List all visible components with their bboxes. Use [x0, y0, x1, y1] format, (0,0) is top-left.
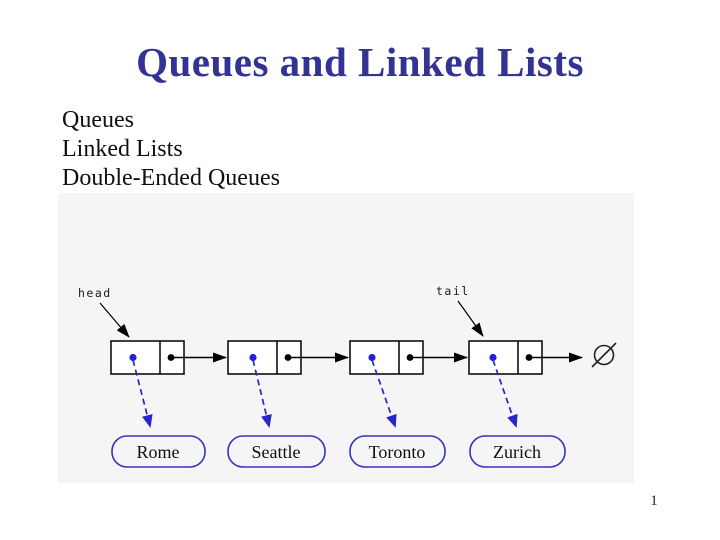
tail-pointer-label: tail	[436, 284, 470, 298]
page-number: 1	[650, 493, 658, 509]
element-label: Toronto	[369, 442, 426, 462]
element-oval: Seattle	[227, 435, 326, 468]
element-pointer-dot	[249, 353, 257, 362]
element-label: Zurich	[493, 442, 541, 462]
element-arrow	[252, 359, 272, 428]
element-oval: Toronto	[349, 435, 446, 468]
element-arrow	[492, 359, 518, 428]
head-pointer-arrow	[99, 302, 130, 338]
bullet-list: Queues Linked Lists Double-Ended Queues	[62, 106, 280, 193]
linked-list-figure: head tail	[78, 284, 617, 468]
element-label: Seattle	[252, 442, 301, 462]
element-pointer-dot	[368, 353, 376, 362]
element-pointer-dot	[489, 353, 497, 362]
element-label: Rome	[137, 442, 180, 462]
element-oval: Rome	[111, 435, 206, 468]
bullet-item: Double-Ended Queues	[62, 165, 280, 191]
null-terminator-icon	[591, 342, 617, 368]
tail-pointer-arrow	[457, 300, 484, 337]
bullet-item: Queues	[62, 107, 134, 133]
slide-title: Queues and Linked Lists	[136, 39, 584, 85]
element-arrow	[132, 359, 153, 428]
linked-list-diagram: head tail	[58, 193, 634, 483]
head-pointer-label: head	[78, 286, 112, 300]
element-oval: Zurich	[469, 435, 566, 468]
element-pointer-dot	[129, 353, 137, 362]
bullet-item: Linked Lists	[62, 136, 183, 162]
element-arrow	[371, 359, 397, 428]
